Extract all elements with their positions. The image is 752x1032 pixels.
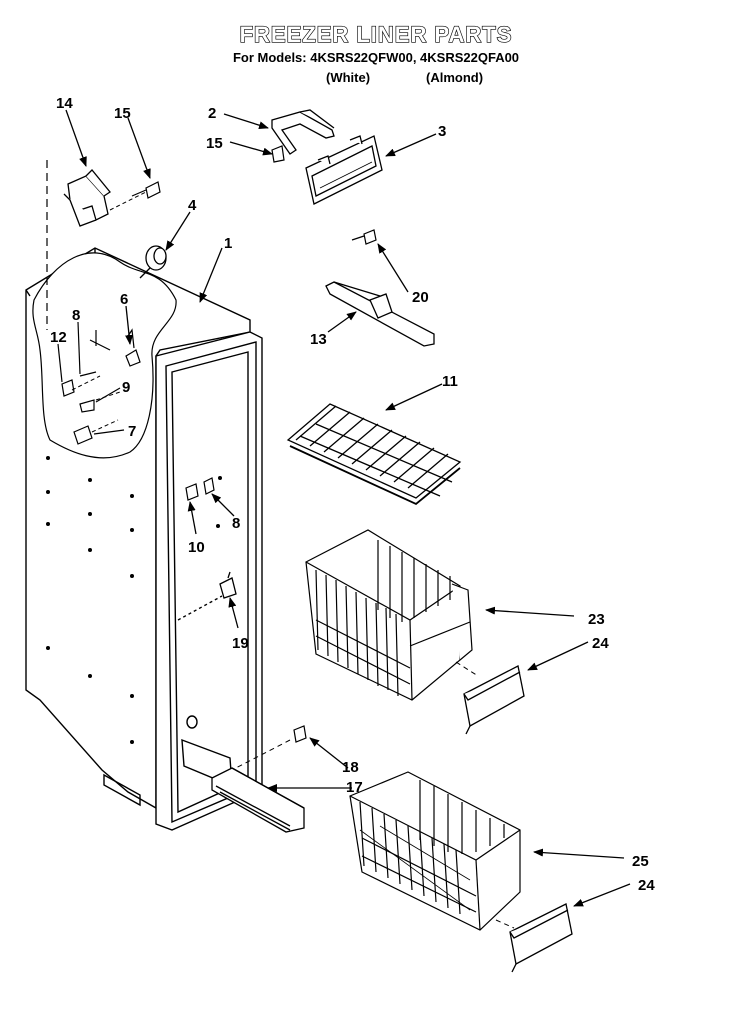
leader-arrows <box>65 109 631 907</box>
callout-8a: 8 <box>72 307 80 324</box>
leader-lines <box>57 321 125 435</box>
callout-9: 9 <box>122 379 130 396</box>
callout-18: 18 <box>342 759 359 776</box>
part-10-clip <box>185 483 199 501</box>
callout-3: 3 <box>438 123 446 140</box>
callout-labels: 14 15 2 15 3 4 1 6 8 12 9 7 20 13 11 10 … <box>50 95 655 894</box>
callout-23: 23 <box>588 611 605 628</box>
part-13-shelf-rail <box>325 281 435 347</box>
part-23-basket-upper <box>305 529 473 701</box>
part-3-light-shield <box>305 135 383 205</box>
callout-7: 7 <box>128 423 136 440</box>
variant-white: (White) <box>326 70 371 85</box>
part-20-screw <box>351 229 377 245</box>
callout-4: 4 <box>188 197 197 214</box>
diagram-title: FREEZER LINER PARTS <box>239 21 513 47</box>
callout-15b: 15 <box>206 135 223 152</box>
part-15-screw-b <box>271 145 285 163</box>
callout-6: 6 <box>120 291 128 308</box>
dash-18 <box>231 739 291 771</box>
callout-25: 25 <box>632 853 649 870</box>
callout-24b: 24 <box>638 877 655 894</box>
callout-15a: 15 <box>114 105 131 122</box>
callout-24a: 24 <box>592 635 609 652</box>
part-18-screw <box>293 725 307 743</box>
dash-24b <box>495 919 515 929</box>
callout-19: 19 <box>232 635 249 652</box>
part-4-knob <box>139 245 167 279</box>
models-line: For Models: 4KSRS22QFW00, 4KSRS22QFA00 <box>232 50 520 65</box>
detail-cutaway <box>32 252 177 459</box>
dash-24a <box>455 661 479 677</box>
part-19-bracket <box>219 571 237 599</box>
callout-12: 12 <box>50 329 67 346</box>
part-24-basket-front-a <box>463 665 525 735</box>
callout-1: 1 <box>224 235 232 252</box>
variant-almond: (Almond) <box>426 70 484 85</box>
callout-13: 13 <box>310 331 327 348</box>
part-2-bracket <box>271 109 335 155</box>
part-15-screw-a <box>131 181 161 199</box>
callout-2: 2 <box>208 105 216 122</box>
cutaway-dashes <box>71 375 121 433</box>
callout-17: 17 <box>346 779 363 796</box>
part-17-drawer-rail <box>211 767 305 833</box>
dash-15a <box>109 191 147 211</box>
part-24-basket-front-b <box>509 903 573 973</box>
part-8-screw-b <box>203 477 215 495</box>
part-11-wire-shelf <box>286 403 462 506</box>
callout-14: 14 <box>56 95 73 112</box>
callout-10: 10 <box>188 539 205 556</box>
callout-8b: 8 <box>232 515 240 532</box>
liner-holes <box>46 428 222 744</box>
callout-20: 20 <box>412 289 429 306</box>
part-25-basket-lower <box>349 771 521 931</box>
part-14-bracket <box>63 169 111 227</box>
callout-11: 11 <box>442 373 458 390</box>
